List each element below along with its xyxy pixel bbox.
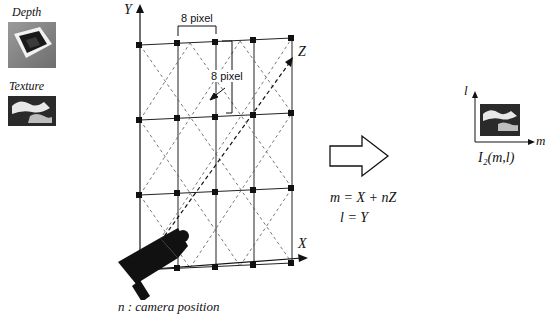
transform-arrow <box>330 136 388 176</box>
axis-label: X <box>298 236 307 251</box>
grid-diagonals <box>140 38 292 270</box>
axes <box>136 4 308 270</box>
axis-label: Y <box>124 2 132 17</box>
axis-label: m <box>536 134 545 148</box>
image-label: Depth <box>12 6 41 19</box>
caption-label: n : camera position <box>118 300 219 314</box>
dimension-label: 8 pixel <box>210 70 244 82</box>
axis-label: l <box>464 84 468 98</box>
image-label: I₂(m,l) <box>478 150 514 165</box>
camera-symbol <box>118 228 189 302</box>
camera-grid <box>140 38 292 270</box>
texture-image <box>8 96 56 126</box>
axis-label: Z <box>298 44 306 59</box>
camera-points <box>136 35 294 273</box>
image-label: Texture <box>9 80 44 93</box>
output-axes <box>472 91 535 145</box>
dimension-label: 8 pixel <box>180 12 214 24</box>
output-image <box>480 104 520 136</box>
equation: l = Y <box>340 210 368 225</box>
depth-image <box>8 22 56 68</box>
equation: m = X + nZ <box>330 190 396 205</box>
